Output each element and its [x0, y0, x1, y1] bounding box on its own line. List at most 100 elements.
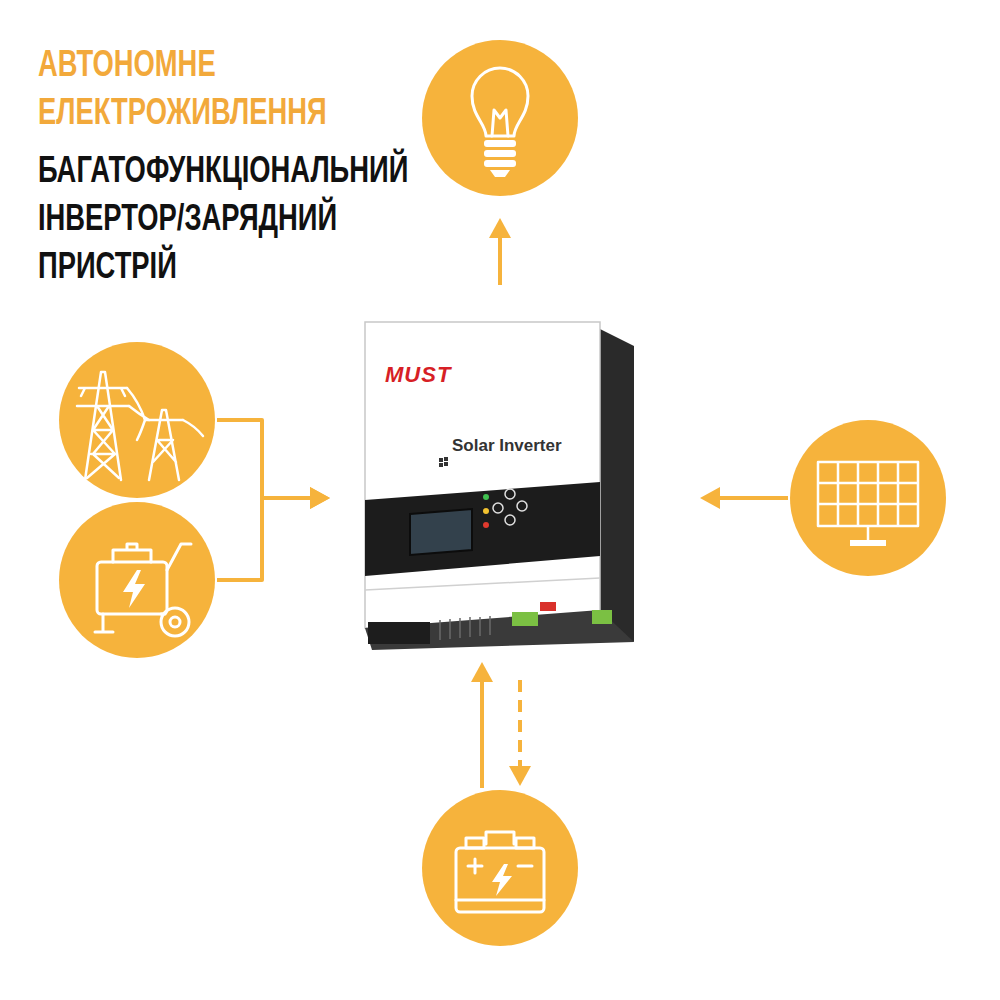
vent-line [439, 620, 441, 640]
icon-part [95, 544, 191, 636]
led [483, 522, 489, 528]
vent-line [459, 618, 461, 638]
icon-part [492, 110, 508, 136]
logo-cell [439, 463, 443, 467]
arrow-head [310, 487, 330, 509]
icon-part [167, 544, 191, 570]
icon-part [422, 790, 578, 946]
icon-part [97, 562, 167, 614]
product-label: Solar Inverter [452, 436, 562, 456]
icon-part [818, 462, 918, 526]
button [505, 515, 515, 525]
icon-part [456, 859, 544, 900]
icon-part [484, 140, 516, 147]
inverter-side [598, 328, 634, 642]
icon-part [456, 848, 544, 912]
icon-part [790, 420, 946, 576]
icon-part [59, 502, 215, 658]
title: АВТОНОМНЕ ЕЛЕКТРОЖИВЛЕННЯ [38, 40, 448, 136]
flow-arrow [217, 420, 330, 509]
icon-part [818, 462, 918, 526]
icon-part [161, 608, 189, 636]
circle-outline [788, 418, 948, 578]
terminal [512, 612, 538, 626]
logo-cell [439, 458, 443, 462]
inverter-bottom [365, 610, 634, 650]
icon-part [484, 150, 516, 157]
icon-part [95, 614, 165, 632]
icon-part [818, 462, 918, 542]
generator-circle [57, 500, 217, 660]
icon-part [466, 838, 484, 848]
vent-line [469, 617, 471, 637]
circle-outline [57, 340, 217, 500]
icon-part [123, 570, 145, 608]
icon-part [456, 832, 544, 912]
connector-line [480, 682, 484, 788]
vent-line [489, 616, 491, 635]
inverter-band [365, 482, 600, 576]
connector-line [518, 680, 522, 766]
icon-part [145, 410, 183, 480]
icon-part [472, 68, 528, 136]
icon-part [127, 388, 203, 440]
load-circle [420, 38, 580, 198]
button [505, 489, 515, 499]
icon-part [492, 864, 512, 896]
heading-block: АВТОНОМНЕ ЕЛЕКТРОЖИВЛЕННЯ БАГАТОФУНКЦІОН… [38, 40, 448, 290]
vent-line [449, 619, 451, 639]
terminal [540, 602, 556, 611]
circle-outline [420, 788, 580, 948]
arrow-head [489, 218, 511, 238]
led [483, 508, 489, 514]
icon-part [87, 406, 119, 478]
logo-mark [439, 457, 448, 467]
flow-arrow [489, 218, 511, 285]
icon-part [490, 170, 510, 177]
circle-outline [420, 38, 580, 198]
logo-cell [444, 462, 448, 466]
grid-circle [57, 340, 217, 500]
subtitle-label: БАГАТОФУНКЦІОНАЛЬНИЙ ІНВЕРТОР/ЗАРЯДНИЙ П… [38, 146, 448, 290]
led [483, 494, 489, 500]
connector-line [720, 496, 788, 500]
arrow-head [471, 662, 493, 682]
vent-line [479, 617, 481, 636]
terminal [592, 610, 612, 624]
icon-part [59, 342, 215, 498]
inverter-body: MUST Solar Inverter [365, 322, 600, 628]
flow-arrow [509, 680, 531, 786]
vent-grill [440, 616, 490, 640]
icon-part [472, 68, 528, 136]
arrow-head [310, 487, 330, 509]
circle-outline [57, 500, 217, 660]
connector-line [217, 420, 310, 498]
arrow-head [509, 766, 531, 786]
port-block [368, 622, 430, 644]
brand-label: MUST [385, 362, 451, 388]
icon-part [113, 544, 151, 562]
battery-circle [420, 788, 580, 948]
icon-part [77, 388, 129, 406]
solar-circle [788, 418, 948, 578]
icon-part [422, 40, 578, 196]
flow-arrow [700, 487, 788, 509]
icon-part [867, 526, 870, 542]
face-seam [365, 578, 600, 590]
icon-part [516, 838, 534, 848]
icon-part [77, 372, 203, 480]
icon-part [486, 832, 514, 844]
flow-arrow [217, 487, 330, 580]
icon-part [484, 160, 516, 167]
inverter-face [365, 322, 600, 628]
button [493, 503, 503, 513]
connector-line [498, 238, 502, 285]
logo-cell [444, 457, 448, 461]
inverter-screen [410, 509, 472, 555]
arrow-head [700, 487, 720, 509]
connector-line [217, 498, 310, 580]
icon-part [850, 540, 886, 546]
button [517, 501, 527, 511]
